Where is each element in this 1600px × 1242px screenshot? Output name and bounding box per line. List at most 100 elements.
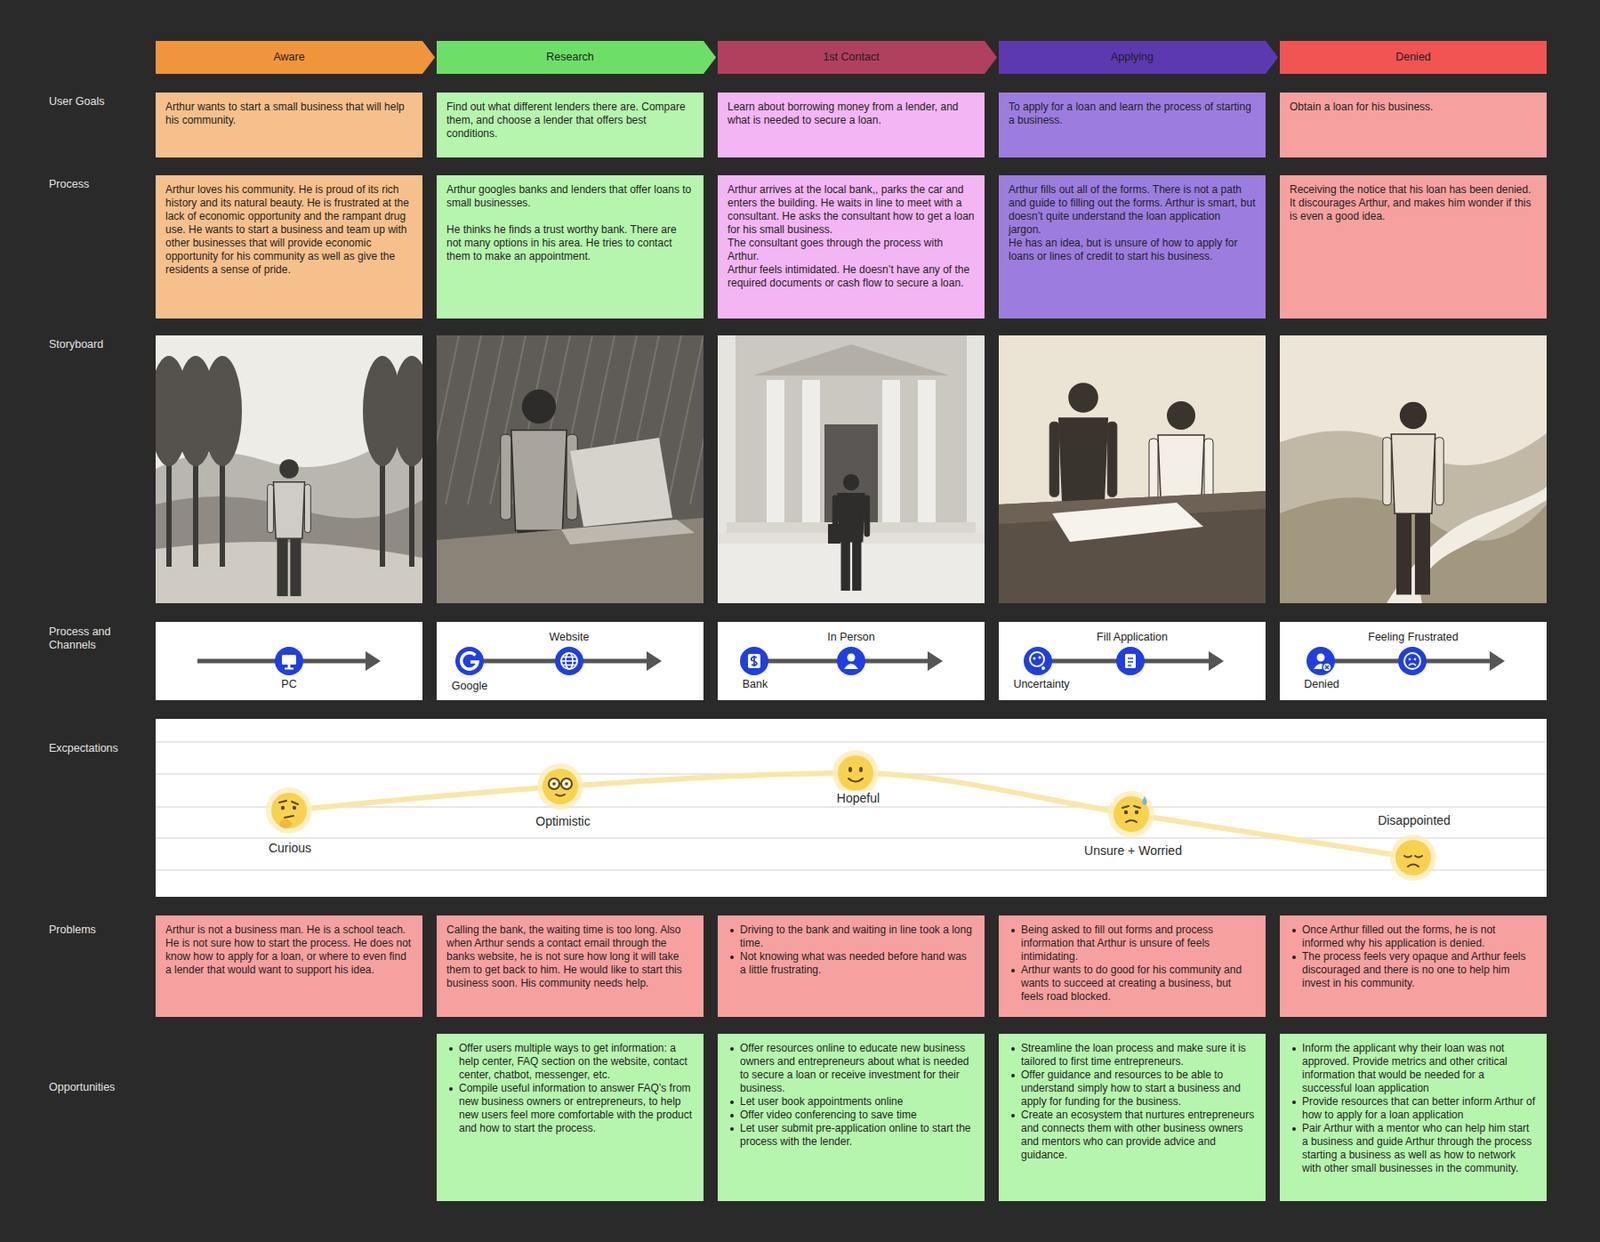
channel-icon <box>836 646 866 676</box>
figure <box>1435 437 1445 506</box>
storyboard-illustration <box>1279 335 1547 604</box>
storyboard-illustration <box>717 335 985 604</box>
storyboard-illustration <box>717 335 985 604</box>
channel-icon <box>284 667 294 670</box>
problem-text: Driving to the bank and waiting in line … <box>727 923 975 950</box>
storyboard-illustration <box>436 335 704 604</box>
emotion-face <box>537 763 584 810</box>
flow-arrowhead <box>365 651 381 671</box>
emotion-face <box>1122 805 1129 808</box>
storyboard-illustration <box>445 335 482 505</box>
emotion-face <box>1113 795 1150 832</box>
storyboard-illustration <box>690 335 704 505</box>
emotion-label: Optimistic <box>531 813 594 829</box>
storyboard-illustration <box>467 335 504 505</box>
emotion-face <box>552 781 556 786</box>
opportunity-text: Let user book appointments online <box>727 1094 975 1109</box>
figure <box>279 458 299 479</box>
process-text: He has an idea, but is unsure of how to … <box>1008 236 1256 264</box>
channel-panel: WebsiteGoogle <box>436 621 704 700</box>
channel-icon <box>1408 663 1416 666</box>
process-text: Arthur loves his community. He is proud … <box>165 183 413 277</box>
channel-icon <box>1038 656 1042 660</box>
channel-icon <box>1317 653 1326 662</box>
storyboard-illustration <box>766 379 785 523</box>
figure <box>1396 509 1412 595</box>
chevron-shape <box>717 40 997 74</box>
channel-icon <box>554 646 584 676</box>
channel-icon <box>461 652 478 669</box>
stage-chevron: 1st Contact <box>717 40 985 74</box>
figure <box>305 484 312 533</box>
process-box: Receiving the notice that his loan has b… <box>1279 175 1547 319</box>
process-text: Receiving the notice that his loan has b… <box>1289 183 1537 224</box>
storyboard-illustration <box>882 379 901 523</box>
figure <box>522 389 556 424</box>
storyboard-illustration <box>570 437 673 527</box>
problem-box: Arthur is not a business man. He is a sc… <box>155 915 423 1017</box>
storyboard-illustration <box>1279 335 1547 604</box>
emotion-face <box>561 778 572 789</box>
stage-chevron: Denied <box>1279 40 1547 74</box>
stage-chevron: Applying <box>998 40 1266 74</box>
channel-icon <box>1325 665 1329 669</box>
flow-arrowhead <box>927 651 943 671</box>
figure <box>1399 402 1427 429</box>
emotion-face <box>1390 834 1437 881</box>
storyboard-illustration <box>667 335 704 505</box>
problem-text: Not knowing what was needed before hand … <box>727 949 975 977</box>
grid-line <box>155 741 1547 743</box>
opportunity-text: Offer resources online to educate new bu… <box>727 1041 975 1095</box>
emotion-face <box>542 768 579 805</box>
channel-label: Denied <box>1303 677 1340 692</box>
channel-icon <box>1033 657 1037 660</box>
row-label: Storyboard <box>48 337 138 352</box>
goal-text: Learn about borrowing money from a lende… <box>727 100 975 128</box>
emotion-face <box>1395 839 1432 876</box>
process-text: He thinks he finds a trust worthy bank. … <box>446 223 694 264</box>
emotion-face <box>284 815 294 818</box>
emotion-face <box>265 787 313 834</box>
opportunity-text: Inform the applicant why their loan was … <box>1289 1041 1537 1095</box>
figure <box>864 495 870 537</box>
figure <box>841 538 851 591</box>
problem-box: Being asked to fill out forms and proces… <box>998 915 1266 1017</box>
storyboard-illustration <box>717 543 985 604</box>
channel-label: In Person <box>827 630 876 644</box>
channel-icon <box>751 655 757 667</box>
emotion-face <box>1133 805 1141 808</box>
stage-name: 1st Contact <box>717 40 985 74</box>
channel-icon <box>455 646 484 676</box>
problem-text: Arthur wants to do good for his communit… <box>1008 963 1256 1004</box>
process-box: Arthur fills out all of the forms. There… <box>998 175 1266 319</box>
channel-label: Google <box>451 679 488 693</box>
emotion-face <box>1415 855 1423 858</box>
channel-panel: Fill ApplicationUncertainty <box>998 621 1266 700</box>
channel-panel: PC <box>155 621 423 700</box>
storyboard-illustration <box>561 519 695 545</box>
goal-box: Learn about borrowing money from a lende… <box>717 92 985 158</box>
figure <box>1390 434 1435 514</box>
figure <box>843 474 860 491</box>
emotion-face <box>564 781 569 786</box>
goal-text: To apply for a loan and learn the proces… <box>1008 100 1256 128</box>
emotion-face <box>859 766 863 772</box>
channel-label: Bank <box>742 677 769 692</box>
opportunity-text: Compile useful information to answer FAQ… <box>446 1081 694 1135</box>
problem-text: Once Arthur filled out the forms, he is … <box>1289 923 1537 950</box>
storyboard-illustration <box>202 355 242 467</box>
figure <box>500 434 512 520</box>
opportunity-box: Inform the applicant why their loan was … <box>1279 1033 1547 1201</box>
stage-chevron: Research <box>436 40 704 74</box>
opportunity-text: Offer users multiple ways to get informa… <box>446 1041 694 1082</box>
figure <box>837 493 865 542</box>
row-label: Problems <box>48 923 138 937</box>
process-text: Arthur fills out all of the forms. There… <box>1008 183 1256 237</box>
problem-box: Calling the bank, the waiting time is to… <box>436 915 704 1017</box>
problem-box: Driving to the bank and waiting in line … <box>717 915 985 1017</box>
emotion-face <box>1390 834 1437 881</box>
emotion-face <box>537 763 584 810</box>
grid-line <box>155 869 1547 871</box>
row-label: Process and Channels <box>48 625 138 652</box>
emotion-face <box>848 778 863 782</box>
